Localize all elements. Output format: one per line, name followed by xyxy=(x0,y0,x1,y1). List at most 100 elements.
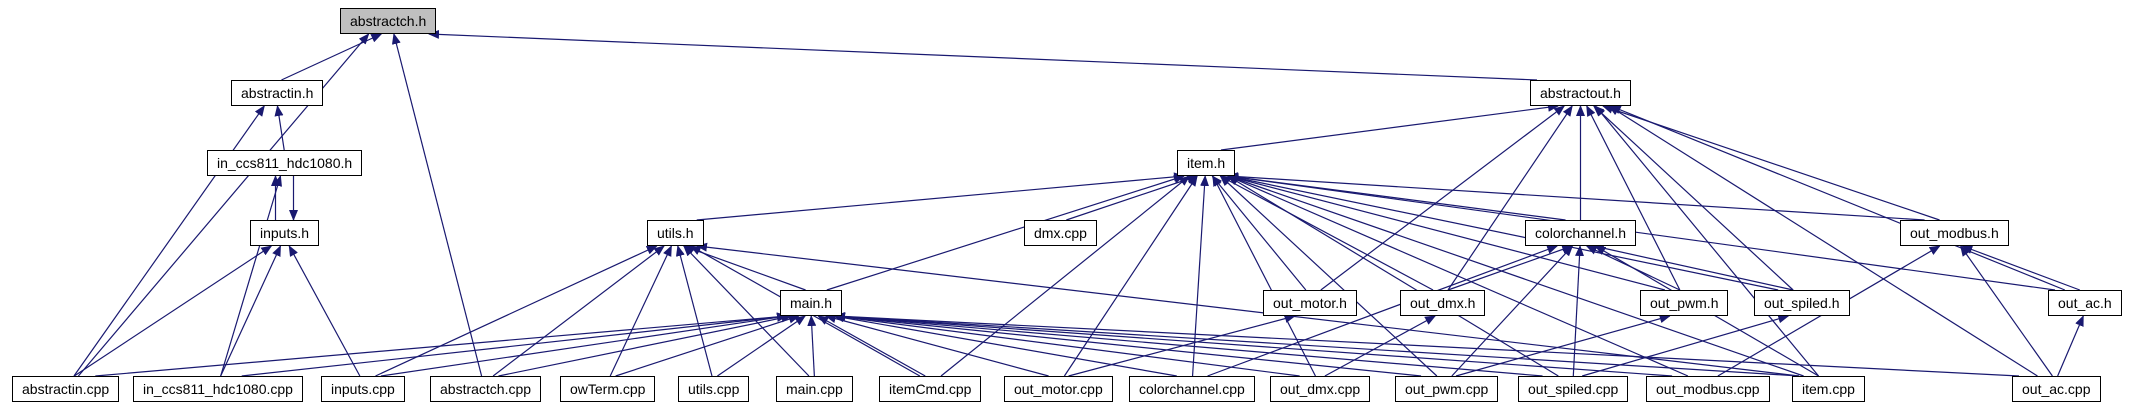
graph-node-utils_h[interactable]: utils.h xyxy=(647,220,704,246)
graph-node-abstractin_cpp[interactable]: abstractin.cpp xyxy=(12,376,120,402)
graph-node-label: item.cpp xyxy=(1802,381,1855,397)
graph-node-out_ac_h[interactable]: out_ac.h xyxy=(2048,290,2122,316)
graph-node-inputs_cpp[interactable]: inputs.cpp xyxy=(321,376,405,402)
graph-node-label: out_pwm.h xyxy=(1650,295,1719,311)
edge-out_modbus_h-to-item_h xyxy=(1227,172,1925,221)
edge-group xyxy=(73,29,2084,377)
edge-colorchannel_cpp-to-main_h xyxy=(832,313,1177,377)
edge-out_ac_cpp-to-out_modbus_h xyxy=(1960,245,2053,377)
graph-node-label: utils.cpp xyxy=(688,381,740,397)
edge-abstractin_h-to-abstractch_h xyxy=(281,33,383,81)
edge-out_ac_cpp-to-out_ac_h xyxy=(2057,315,2084,377)
edge-out_dmx_h-to-abstractout_h xyxy=(1447,105,1573,291)
graph-node-out_spiled_h[interactable]: out_spiled.h xyxy=(1754,290,1850,316)
graph-node-label: inputs.cpp xyxy=(331,381,395,397)
edge-out_pwm_cpp-to-out_pwm_h xyxy=(1455,314,1671,377)
graph-node-utils_cpp[interactable]: utils.cpp xyxy=(678,376,750,402)
edge-dmx_cpp-to-item_h xyxy=(1066,174,1199,221)
graph-node-abstractin_h[interactable]: abstractin.h xyxy=(231,80,324,106)
edge-out_dmx_cpp-to-item_h xyxy=(1212,175,1316,377)
graph-node-itemCmd_cpp[interactable]: itemCmd.cpp xyxy=(879,376,982,402)
edge-out_spiled_h-to-abstractout_h xyxy=(1593,105,1794,291)
graph-node-label: out_modbus.cpp xyxy=(1656,381,1760,397)
graph-node-in_ccs811_hdc1080_h[interactable]: in_ccs811_hdc1080.h xyxy=(207,150,363,176)
graph-node-label: out_motor.h xyxy=(1273,295,1347,311)
graph-node-label: out_spiled.h xyxy=(1764,295,1840,311)
edge-abstractin_cpp-to-main_h xyxy=(95,312,788,377)
edge-main_h-to-item_h xyxy=(826,174,1185,291)
edge-inputs_cpp-to-utils_h xyxy=(375,245,658,377)
edge-utils_cpp-to-utils_h xyxy=(675,245,713,377)
edge-owTerm_cpp-to-main_h xyxy=(615,314,800,377)
graph-node-out_pwm_cpp[interactable]: out_pwm.cpp xyxy=(1395,376,1499,402)
graph-node-item_cpp[interactable]: item.cpp xyxy=(1792,376,1865,402)
edge-abstractin_cpp-to-inputs_h xyxy=(73,245,273,377)
edge-out_ac_cpp-to-main_h xyxy=(834,312,2020,377)
graph-node-label: in_ccs811_hdc1080.h xyxy=(217,155,353,171)
edge-out_motor_cpp-to-item_h xyxy=(1063,175,1198,377)
graph-node-label: main.cpp xyxy=(786,381,843,397)
edge-out_spiled_h-to-item_h xyxy=(1227,173,1779,291)
graph-node-owTerm_cpp[interactable]: owTerm.cpp xyxy=(560,376,656,402)
edge-out_modbus_cpp-to-main_h xyxy=(834,312,1673,377)
graph-node-out_spiled_cpp[interactable]: out_spiled.cpp xyxy=(1518,376,1629,402)
graph-node-abstractch_cpp[interactable]: abstractch.cpp xyxy=(430,376,542,402)
graph-node-item_h[interactable]: item.h xyxy=(1177,150,1236,176)
edge-out_motor_cpp-to-out_motor_h xyxy=(1068,314,1296,377)
graph-node-abstractch_h[interactable]: abstractch.h xyxy=(340,8,437,34)
edge-out_spiled_cpp-to-colorchannel_h xyxy=(1572,245,1585,377)
graph-node-label: colorchannel.h xyxy=(1535,225,1627,241)
graph-node-main_h[interactable]: main.h xyxy=(780,290,843,316)
graph-node-colorchannel_cpp[interactable]: colorchannel.cpp xyxy=(1129,376,1255,402)
graph-node-label: out_pwm.cpp xyxy=(1405,381,1489,397)
edge-item_h-to-abstractout_h xyxy=(1220,102,1560,151)
edge-out_motor_cpp-to-main_h xyxy=(824,314,1049,377)
graph-node-out_motor_cpp[interactable]: out_motor.cpp xyxy=(1004,376,1113,402)
graph-node-label: abstractin.cpp xyxy=(22,381,110,397)
edge-utils_h-to-item_h xyxy=(696,172,1185,221)
edge-item_cpp-to-abstractout_h xyxy=(1594,105,1820,377)
graph-node-colorchannel_h[interactable]: colorchannel.h xyxy=(1525,220,1637,246)
edge-out_spiled_cpp-to-main_h xyxy=(834,312,1543,377)
edge-main_cpp-to-main_h xyxy=(807,315,817,377)
graph-node-label: abstractout.h xyxy=(1540,85,1621,101)
graph-node-label: out_ac.h xyxy=(2058,295,2112,311)
graph-node-out_modbus_h[interactable]: out_modbus.h xyxy=(1900,220,2009,246)
graph-node-label: out_dmx.h xyxy=(1410,295,1476,311)
graph-node-label: out_motor.cpp xyxy=(1014,381,1103,397)
edge-itemCmd_cpp-to-item_h xyxy=(940,175,1191,377)
edge-owTerm_cpp-to-utils_h xyxy=(609,245,672,377)
graph-node-label: abstractch.h xyxy=(350,13,427,29)
edge-out_motor_h-to-item_h xyxy=(1211,175,1307,291)
edge-out_dmx_h-to-item_h xyxy=(1219,175,1434,291)
graph-node-main_cpp[interactable]: main.cpp xyxy=(776,376,853,402)
graph-node-label: main.h xyxy=(790,295,833,311)
graph-node-out_modbus_cpp[interactable]: out_modbus.cpp xyxy=(1646,376,1770,402)
graph-node-out_motor_h[interactable]: out_motor.h xyxy=(1263,290,1357,316)
edge-out_dmx_cpp-to-main_h xyxy=(834,312,1300,377)
edge-abstractch_cpp-to-abstractch_h xyxy=(391,33,483,377)
graph-node-label: abstractin.h xyxy=(241,85,314,101)
edge-out_ac_h-to-out_modbus_h xyxy=(1961,245,2080,291)
graph-node-dmx_cpp[interactable]: dmx.cpp xyxy=(1024,220,1097,246)
edge-inputs_cpp-to-main_h xyxy=(380,313,788,377)
graph-node-label: itemCmd.cpp xyxy=(889,381,972,397)
edge-in_ccs811_hdc1080_cpp-to-in_ccs811_hdc1080_h xyxy=(220,175,282,377)
graph-node-out_ac_cpp[interactable]: out_ac.cpp xyxy=(2012,376,2101,402)
graph-node-in_ccs811_hdc1080_cpp[interactable]: in_ccs811_hdc1080.cpp xyxy=(133,376,303,402)
graph-node-label: abstractch.cpp xyxy=(440,381,532,397)
graph-node-label: dmx.cpp xyxy=(1034,225,1087,241)
graph-node-out_dmx_h[interactable]: out_dmx.h xyxy=(1400,290,1486,316)
edge-main_cpp-to-utils_h xyxy=(683,245,810,377)
graph-node-label: item.h xyxy=(1187,155,1226,171)
graph-node-out_dmx_cpp[interactable]: out_dmx.cpp xyxy=(1270,376,1371,402)
edge-out_ac_h-to-abstractout_h xyxy=(1609,105,2066,291)
graph-node-out_pwm_h[interactable]: out_pwm.h xyxy=(1640,290,1729,316)
graph-node-abstractout_h[interactable]: abstractout.h xyxy=(1530,80,1631,106)
edge-out_pwm_h-to-item_h xyxy=(1227,174,1666,291)
graph-node-inputs_h[interactable]: inputs.h xyxy=(250,220,320,246)
graph-node-label: out_dmx.cpp xyxy=(1280,381,1361,397)
edge-out_pwm_cpp-to-main_h xyxy=(834,312,1422,377)
